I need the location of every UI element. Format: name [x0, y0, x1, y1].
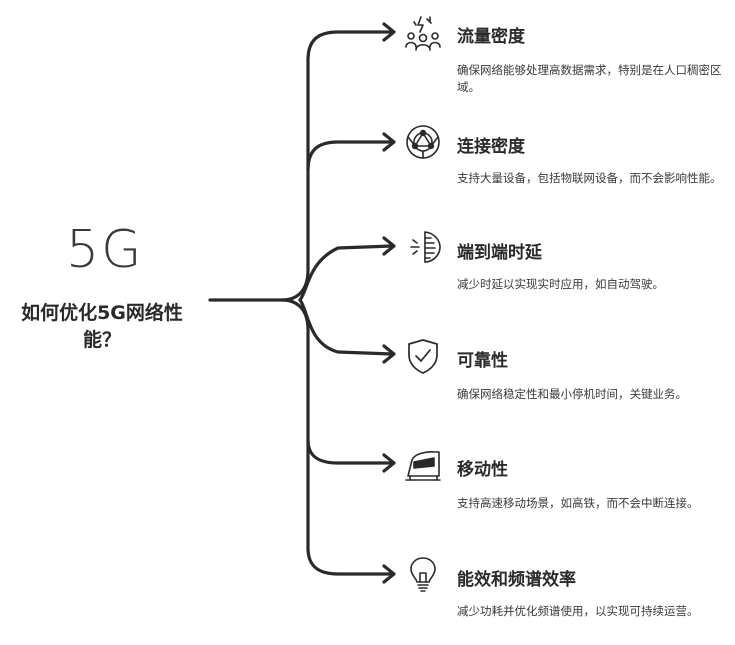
branch-title-mobility: 移动性	[457, 460, 508, 480]
shield-check-icon	[408, 339, 438, 374]
connector-4	[298, 298, 394, 356]
arrowhead-2	[382, 132, 396, 152]
root-title: 如何优化5G网络性能？	[21, 302, 183, 351]
connector-5	[306, 438, 394, 465]
spine-lower	[280, 298, 394, 576]
branch-title-connection-density: 连接密度	[457, 137, 525, 157]
crowd-lightning-icon	[405, 16, 441, 51]
spine	[280, 30, 394, 302]
branch-desc-latency: 减少时延以实现实时应用，如自动驾驶。	[457, 277, 664, 291]
train-icon	[405, 451, 441, 481]
network-globe-icon	[406, 125, 440, 159]
timer-icon	[410, 231, 441, 263]
arrowhead-5	[382, 453, 396, 473]
connector-2	[306, 140, 394, 172]
branch-desc-energy-efficiency: 减少功耗并优化频谱使用，以实现可持续运营。	[457, 604, 699, 618]
branch-desc-mobility: 支持高速移动场景，如高铁，而不会中断连接。	[457, 496, 699, 510]
branch-desc-traffic-density: 确保网络能够处理高数据需求，特别是在人口稠密区域。	[457, 63, 722, 94]
branch-title-traffic-density: 流量密度	[457, 27, 525, 47]
arrowhead-1	[382, 22, 396, 42]
branch-title-energy-efficiency: 能效和频谱效率	[457, 570, 576, 590]
branch-title-latency: 端到端时延	[457, 243, 542, 263]
5g-icon: 5G	[66, 220, 144, 280]
arrowhead-4	[382, 344, 396, 364]
arrowhead-6	[382, 564, 396, 584]
connector-3	[298, 244, 394, 302]
branch-desc-connection-density: 支持大量设备，包括物联网设备，而不会影响性能。	[457, 171, 722, 185]
branch-desc-reliability: 确保网络稳定性和最小停机时间，关键业务。	[457, 387, 687, 401]
branch-title-reliability: 可靠性	[457, 351, 508, 371]
lightbulb-icon	[410, 557, 436, 592]
arrowhead-3	[382, 236, 396, 256]
